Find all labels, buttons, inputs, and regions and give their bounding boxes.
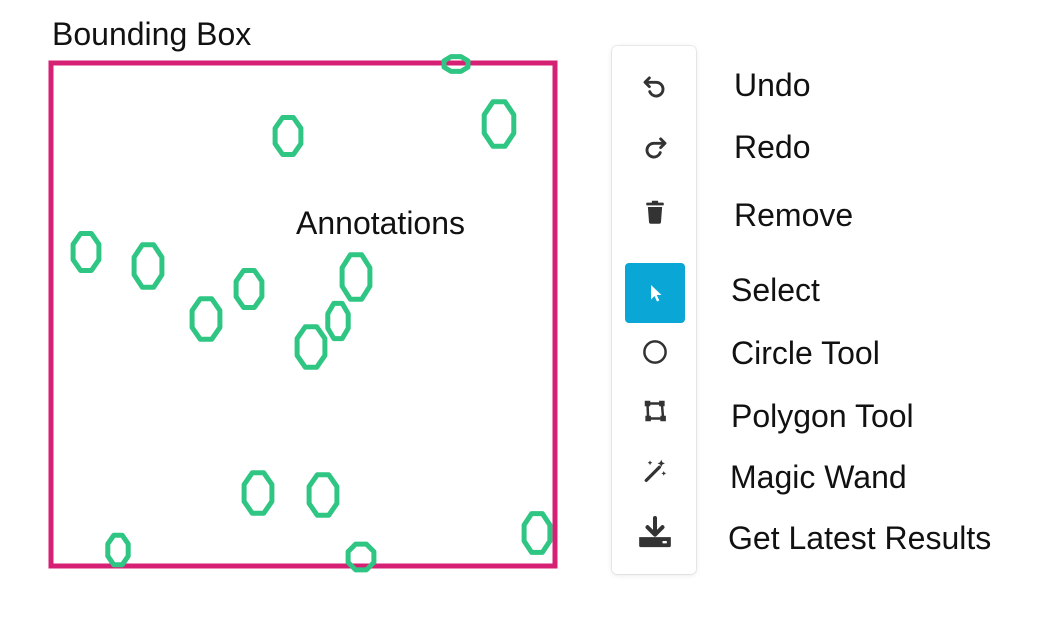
trash-icon [646, 200, 664, 224]
magic-wand-button[interactable] [625, 441, 685, 501]
magic-wand-label[interactable]: Magic Wand [730, 459, 907, 495]
download-tray-icon [639, 516, 671, 548]
remove-button[interactable] [625, 182, 685, 242]
annotation-outline[interactable] [521, 511, 553, 555]
redo-button[interactable] [625, 117, 685, 177]
bounding-box[interactable] [48, 60, 558, 569]
annotation-toolbar [612, 46, 696, 574]
remove-label[interactable]: Remove [734, 197, 854, 233]
bounding-box-title: Bounding Box [52, 16, 252, 52]
cursor-pointer-icon [651, 285, 662, 302]
undo-icon [643, 76, 665, 98]
annotation-outline[interactable] [325, 300, 351, 342]
redo-label[interactable]: Redo [734, 129, 811, 165]
annotation-shapes[interactable] [70, 54, 553, 573]
circle-tool-button[interactable] [625, 322, 685, 382]
annotation-outline[interactable] [306, 472, 340, 518]
redo-icon [645, 137, 667, 159]
undo-label[interactable]: Undo [734, 67, 811, 103]
annotation-outline[interactable] [441, 54, 471, 74]
annotation-outline[interactable] [241, 470, 275, 516]
annotation-outline[interactable] [105, 532, 131, 568]
select-button[interactable] [625, 263, 685, 323]
annotation-outline[interactable] [481, 99, 517, 149]
annotation-outline[interactable] [294, 324, 328, 370]
undo-button[interactable] [625, 56, 685, 116]
get-latest-results-button[interactable] [625, 503, 685, 563]
polygon-icon [644, 400, 666, 422]
annotation-outline[interactable] [272, 115, 304, 157]
annotation-outline[interactable] [345, 541, 377, 573]
select-label[interactable]: Select [731, 272, 820, 308]
polygon-tool-button[interactable] [625, 381, 685, 441]
annotation-outline[interactable] [339, 252, 373, 302]
circle-tool-label[interactable]: Circle Tool [731, 335, 880, 371]
circle-icon [643, 340, 667, 364]
annotation-outline[interactable] [189, 296, 223, 342]
annotation-svg[interactable] [0, 0, 600, 619]
get-latest-results-label[interactable]: Get Latest Results [728, 520, 992, 556]
annotation-canvas[interactable]: Annotations [0, 0, 600, 619]
annotation-outline[interactable] [233, 268, 265, 310]
annotations-label: Annotations [296, 205, 466, 241]
magic-wand-icon [644, 459, 667, 482]
polygon-tool-label[interactable]: Polygon Tool [731, 398, 914, 434]
annotation-outline[interactable] [131, 242, 165, 290]
annotation-outline[interactable] [70, 231, 102, 273]
